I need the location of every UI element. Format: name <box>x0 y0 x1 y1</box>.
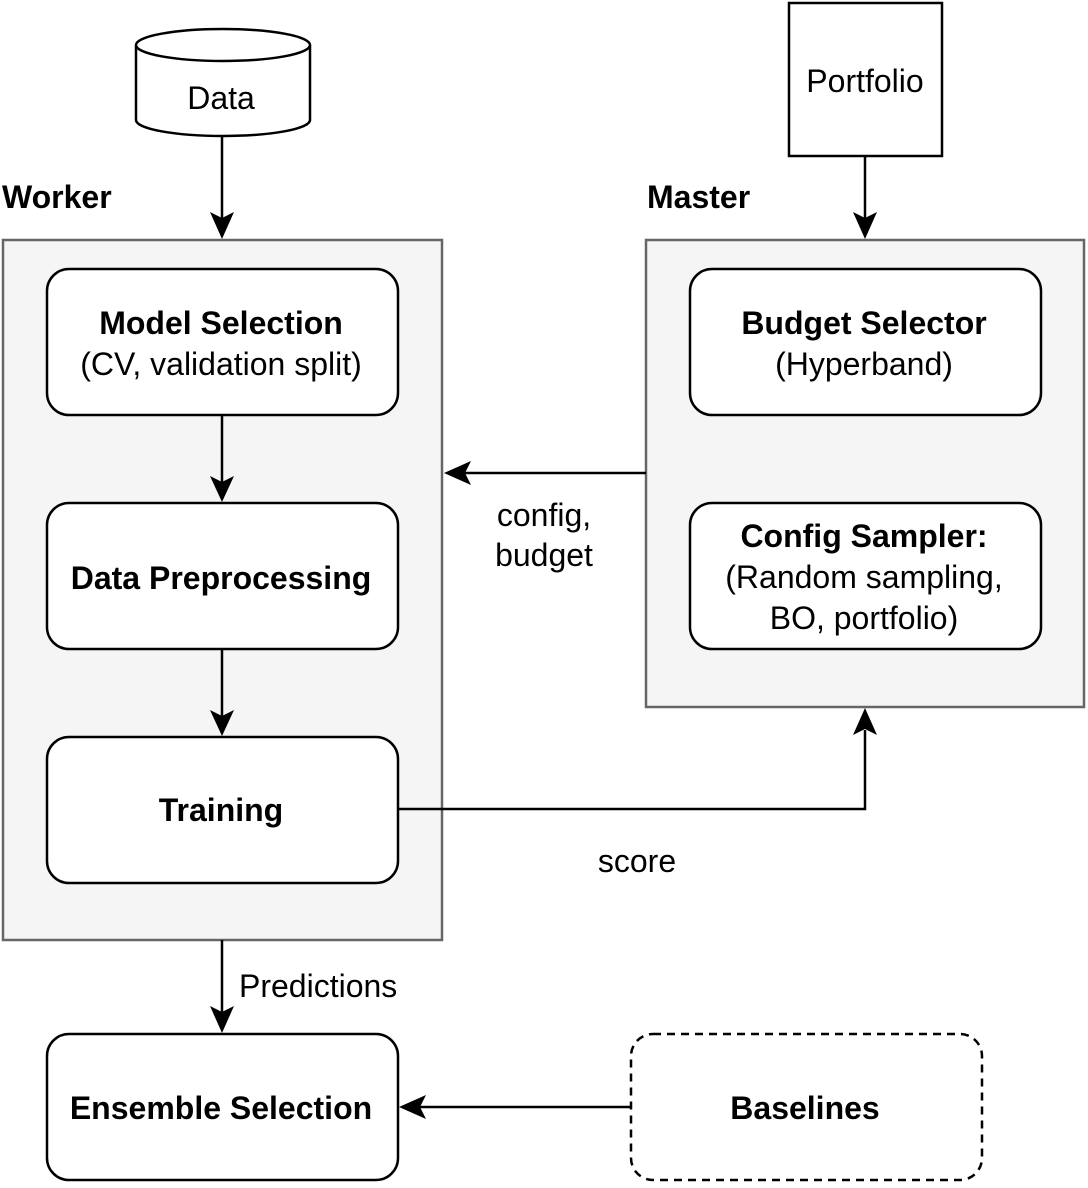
config-sampler-line2: (Random sampling, <box>725 559 1002 595</box>
ensemble-selection-node: Ensemble Selection <box>45 1032 400 1182</box>
master-label: Master <box>647 179 750 215</box>
model-selection-box <box>45 267 400 417</box>
config-sampler-box <box>688 501 1043 651</box>
data-preprocessing-title: Data Preprocessing <box>71 560 372 596</box>
arrowhead-training-to-master <box>853 708 877 735</box>
budget-selector-title: Budget Selector <box>741 305 986 341</box>
arrowhead-worker-to-ensemble <box>210 1006 234 1033</box>
arrowhead-preproc-to-training <box>210 710 234 736</box>
edge-label-score: score <box>598 843 676 879</box>
data-cylinder-body <box>134 45 312 138</box>
model-selection-node: Model Selection (CV, validation split) <box>45 267 400 417</box>
training-node: Training <box>45 735 400 885</box>
training-title: Training <box>159 792 283 828</box>
ensemble-selection-box <box>45 1032 400 1182</box>
arrowhead-master-to-worker <box>444 461 471 485</box>
budget-selector-subtitle: (Hyperband) <box>775 346 953 382</box>
budget-selector-node: Budget Selector (Hyperband) <box>688 267 1043 417</box>
data-cylinder-top <box>134 27 312 63</box>
ensemble-selection-title: Ensemble Selection <box>70 1090 372 1126</box>
edge-label-config: config, <box>497 497 591 533</box>
portfolio-node: Portfolio <box>787 1 944 158</box>
data-node: Data <box>134 27 312 138</box>
config-sampler-title: Config Sampler: <box>740 518 987 554</box>
data-preprocessing-node: Data Preprocessing <box>45 501 400 651</box>
model-selection-subtitle: (CV, validation split) <box>80 346 362 382</box>
edge-training-to-master <box>398 730 867 811</box>
arrowhead-portfolio-to-master <box>853 212 877 239</box>
config-sampler-line3: BO, portfolio) <box>770 600 959 636</box>
arrowhead-modelsel-to-preproc <box>210 476 234 502</box>
portfolio-box <box>787 1 944 158</box>
worker-label: Worker <box>2 179 112 215</box>
config-sampler-node: Config Sampler: (Random sampling, BO, po… <box>688 501 1043 651</box>
data-node-label: Data <box>187 80 255 116</box>
budget-selector-box <box>688 267 1043 417</box>
baselines-node: Baselines <box>629 1032 984 1182</box>
edge-label-predictions: Predictions <box>239 968 397 1004</box>
model-selection-title: Model Selection <box>99 305 343 341</box>
baselines-title: Baselines <box>730 1090 879 1126</box>
portfolio-label: Portfolio <box>806 63 923 99</box>
edge-label-budget: budget <box>495 537 593 573</box>
arrowhead-baselines-to-ensemble <box>399 1095 426 1119</box>
arrowhead-data-to-worker <box>210 212 234 239</box>
